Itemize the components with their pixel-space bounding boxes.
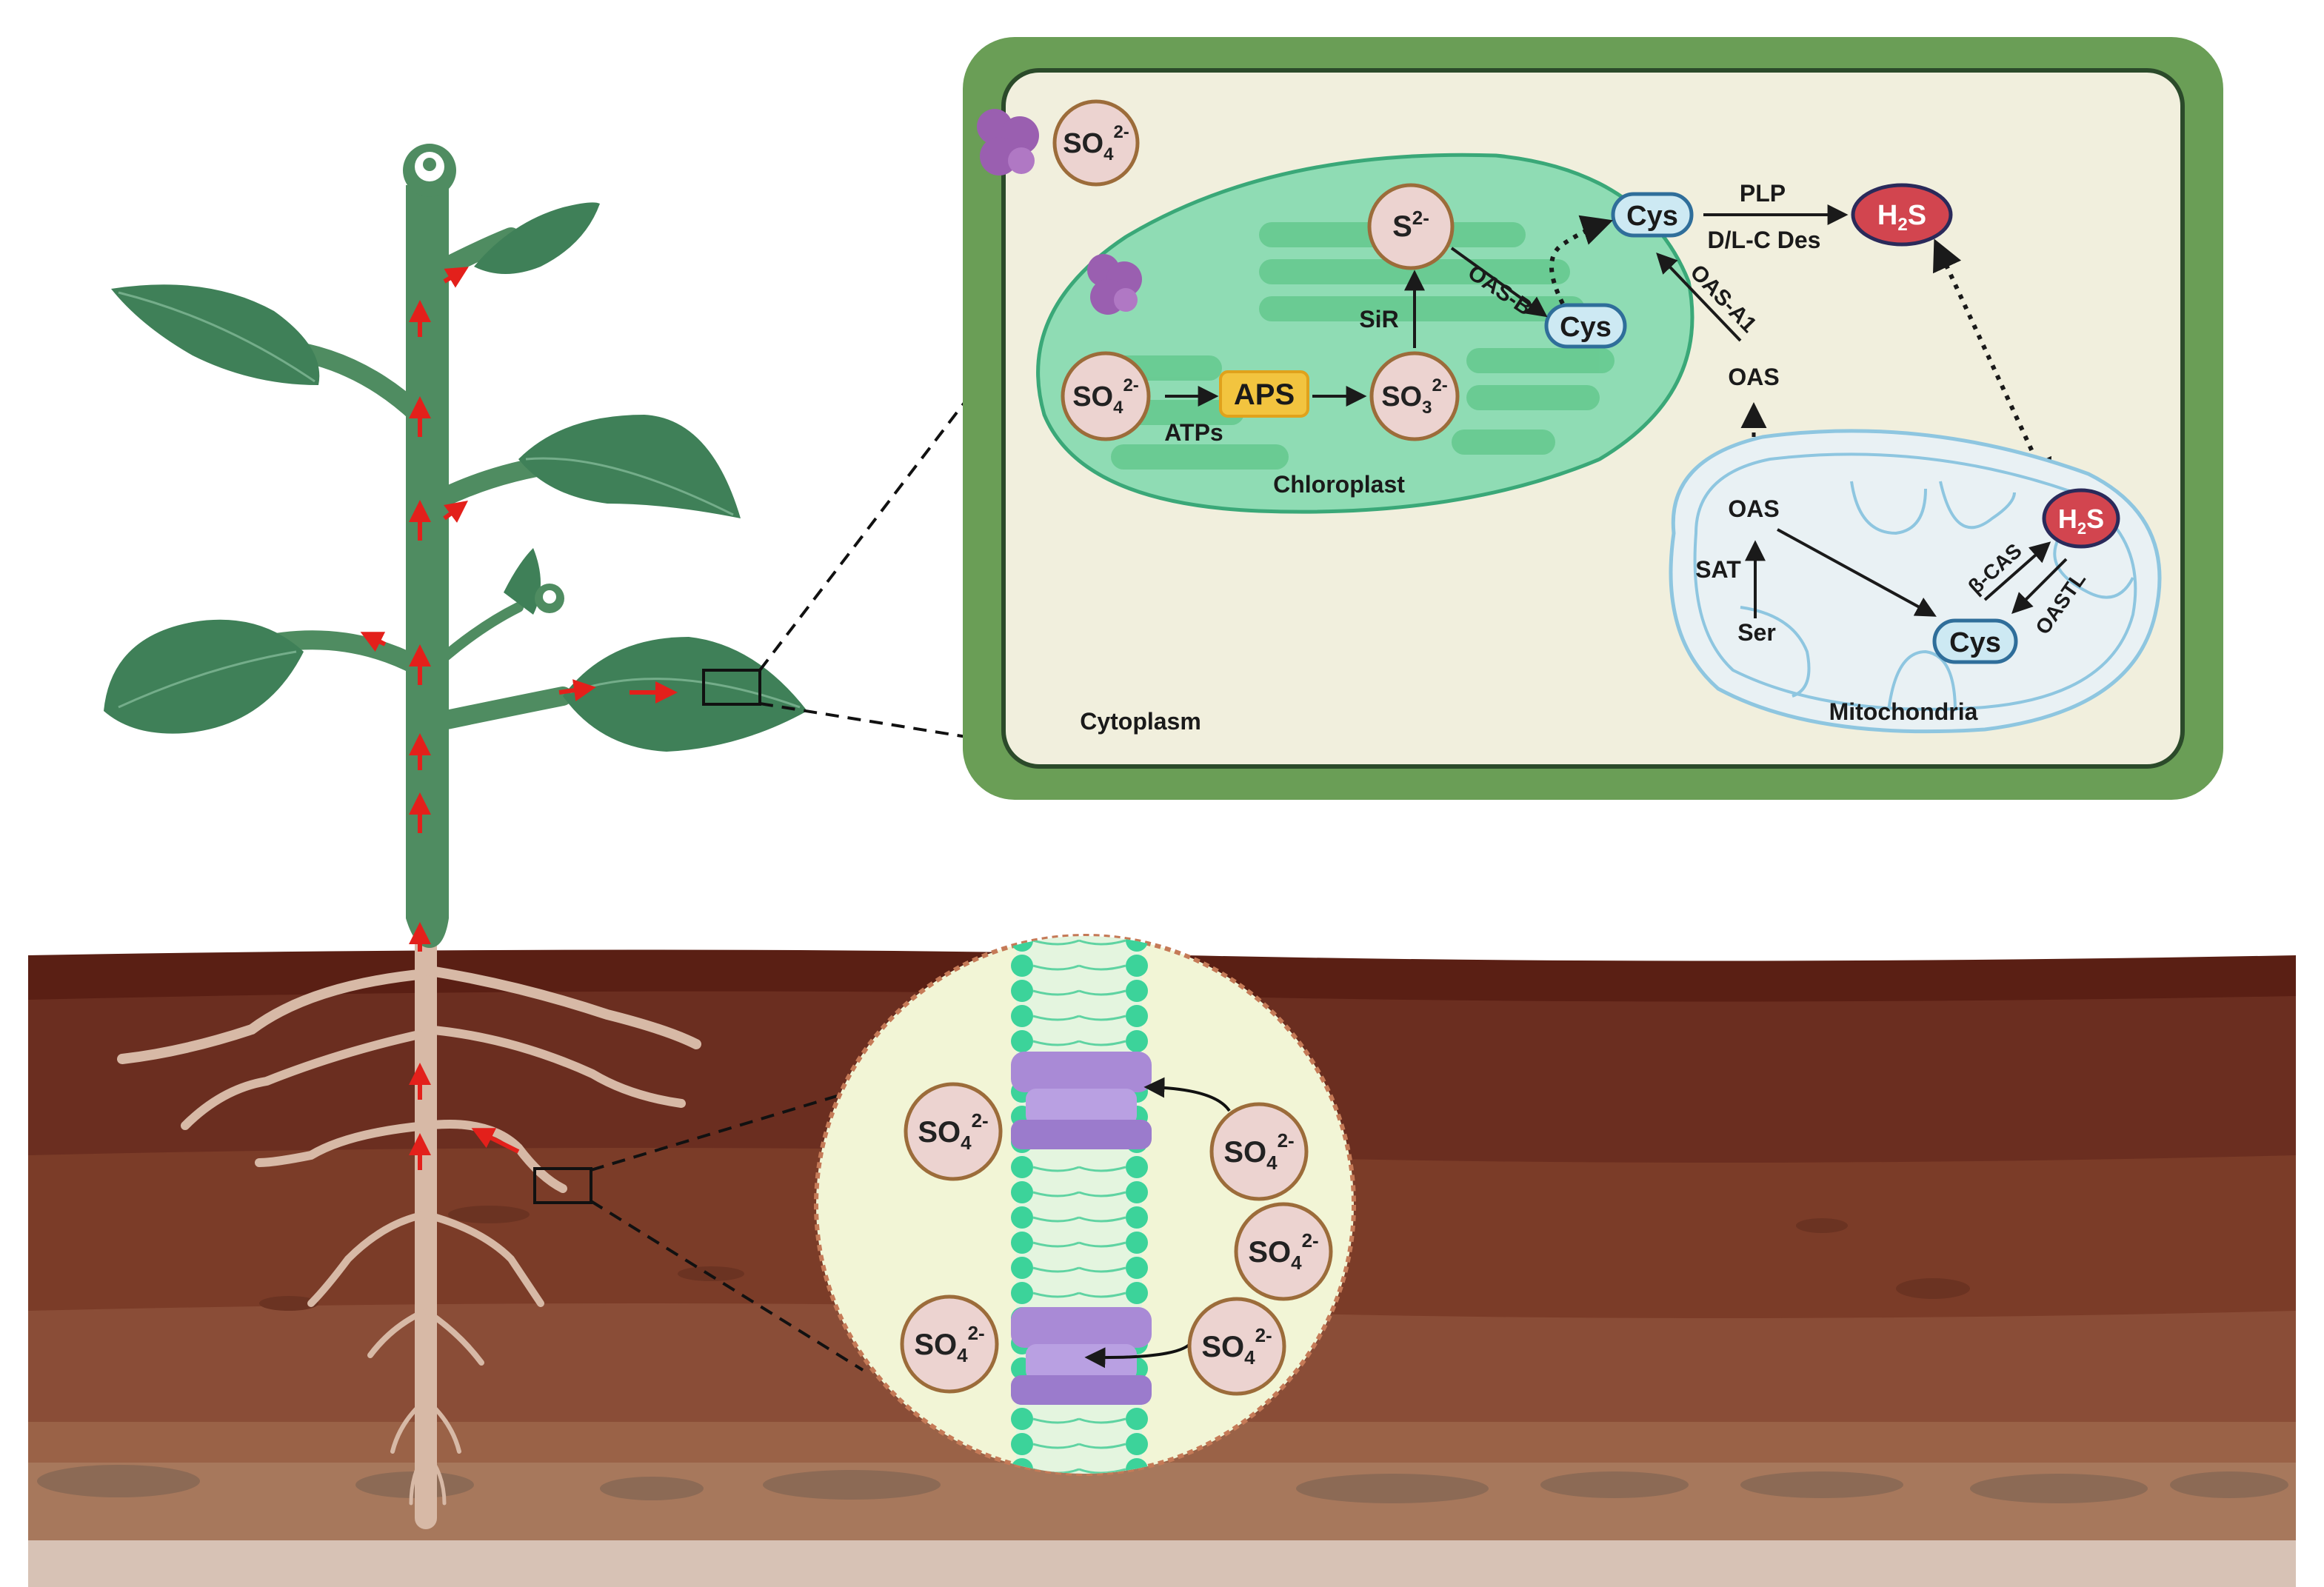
sulfate-ion-root-2: SO42-: [1209, 1102, 1309, 1201]
plant-shoot: [104, 144, 807, 1170]
sulfate-ion-root-5: SO42-: [1187, 1297, 1286, 1396]
svg-text:SO42-: SO42-: [1072, 375, 1139, 418]
svg-text:Chloroplast: Chloroplast: [1273, 471, 1405, 498]
lipid-tail: [1032, 1241, 1126, 1248]
lipid-head: [1126, 1433, 1148, 1455]
svg-text:Cys: Cys: [1626, 201, 1678, 232]
lipid-head: [1011, 1030, 1033, 1052]
svg-text:ATPs: ATPs: [1164, 419, 1223, 446]
h2s-mitochondria: H2S: [2042, 488, 2120, 549]
svg-text:Cytoplasm: Cytoplasm: [1080, 708, 1201, 735]
lipid-tail: [1032, 1015, 1126, 1021]
lipid-head: [1126, 1005, 1148, 1027]
lipid-head: [1126, 1181, 1148, 1203]
lipid-head: [1011, 1206, 1033, 1229]
root-inset-box: [533, 1167, 592, 1204]
svg-text:SO42-: SO42-: [1248, 1229, 1318, 1274]
lipid-tail: [1032, 964, 1126, 971]
lipid-tail: [1032, 1292, 1126, 1298]
h2s-cytoplasm: H2S: [1851, 183, 1953, 247]
sulfate-ion-root-1: SO42-: [904, 1082, 1003, 1181]
mitochondria: [1669, 429, 2162, 734]
sulfate-ion-root-3: SO42-: [1234, 1202, 1333, 1301]
svg-text:SO42-: SO42-: [1201, 1324, 1272, 1369]
aps-box: APS: [1219, 370, 1309, 418]
lipid-head: [1126, 1030, 1148, 1052]
svg-text:H2S: H2S: [2058, 504, 2104, 538]
lipid-head: [1126, 1206, 1148, 1229]
lipid-head: [1126, 1257, 1148, 1279]
svg-text:Ser: Ser: [1737, 619, 1776, 646]
lipid-head: [1011, 1282, 1033, 1304]
svg-text:PLP: PLP: [1740, 180, 1786, 207]
lipid-head: [1126, 1408, 1148, 1430]
svg-text:D/L-C Des: D/L-C Des: [1708, 227, 1821, 253]
lipid-tail: [1032, 1166, 1126, 1172]
roots: [117, 929, 701, 1529]
lipid-head: [1011, 1433, 1033, 1455]
lipid-tail: [1032, 1417, 1126, 1424]
lipid-head: [1126, 1282, 1148, 1304]
svg-text:OAS: OAS: [1728, 495, 1779, 522]
leaf-inset-box: [702, 669, 761, 706]
lipid-tail: [1032, 1040, 1126, 1046]
svg-text:S2-: S2-: [1392, 207, 1429, 243]
cys-chloroplast: Cys: [1544, 303, 1627, 349]
lipid-head: [1011, 1156, 1033, 1178]
lipid-head: [1011, 1005, 1033, 1027]
svg-text:SAT: SAT: [1695, 556, 1741, 583]
lipid-tail: [1032, 1266, 1126, 1273]
lipid-head: [1011, 1181, 1033, 1203]
lipid-tail: [1032, 1443, 1126, 1449]
lipid-head: [1126, 1156, 1148, 1178]
sulfide-ion: S2-: [1367, 183, 1455, 270]
lipid-head: [1126, 1232, 1148, 1254]
svg-text:SO42-: SO42-: [1223, 1129, 1294, 1174]
root-membrane-zoom: SO42- SO42- SO42- SO42- SO42-: [814, 934, 1356, 1476]
sulfate-transporter-upper: [1011, 1052, 1152, 1149]
lipid-head: [1011, 980, 1033, 1002]
sulfate-ion-chloroplast: SO42-: [1061, 351, 1151, 441]
lipid-tail: [1032, 1216, 1126, 1223]
lipid-head: [1126, 980, 1148, 1002]
lipid-tail: [1032, 989, 1126, 996]
svg-text:SO42-: SO42-: [918, 1109, 988, 1154]
leaf-cell-zoom: SO42-: [963, 37, 2223, 800]
cell-wall-transporter: [977, 109, 1039, 176]
svg-text:H2S: H2S: [1877, 200, 1926, 235]
cys-mitochondria: Cys: [1932, 618, 2018, 664]
svg-text:SO42-: SO42-: [914, 1322, 984, 1366]
chloroplast-transporter: [1087, 254, 1142, 315]
sulfate-transporter-lower: [1011, 1307, 1152, 1405]
sulfite-ion: SO32-: [1369, 351, 1460, 441]
lipid-head: [1011, 1232, 1033, 1254]
lipid-head: [1011, 936, 1033, 952]
cys-cytoplasm: Cys: [1611, 192, 1694, 238]
sulfate-ion-cell: SO42-: [1052, 99, 1140, 187]
lipid-tail: [1032, 1191, 1126, 1197]
svg-text:Cys: Cys: [1560, 312, 1612, 343]
sulfate-ion-root-4: SO42-: [900, 1294, 999, 1394]
svg-text:SiR: SiR: [1359, 306, 1398, 333]
lipid-head: [1011, 1408, 1033, 1430]
svg-text:Mitochondria: Mitochondria: [1829, 698, 1978, 725]
chloroplast: [1036, 153, 1694, 514]
svg-text:OAS: OAS: [1728, 364, 1779, 390]
lipid-head: [1011, 1257, 1033, 1279]
svg-text:Cys: Cys: [1949, 627, 2001, 658]
lipid-head: [1126, 955, 1148, 977]
svg-text:SO42-: SO42-: [1063, 122, 1129, 164]
svg-text:APS: APS: [1234, 378, 1295, 411]
lipid-head: [1011, 955, 1033, 977]
lipid-tail: [1032, 939, 1126, 946]
svg-text:SO32-: SO32-: [1381, 375, 1448, 418]
